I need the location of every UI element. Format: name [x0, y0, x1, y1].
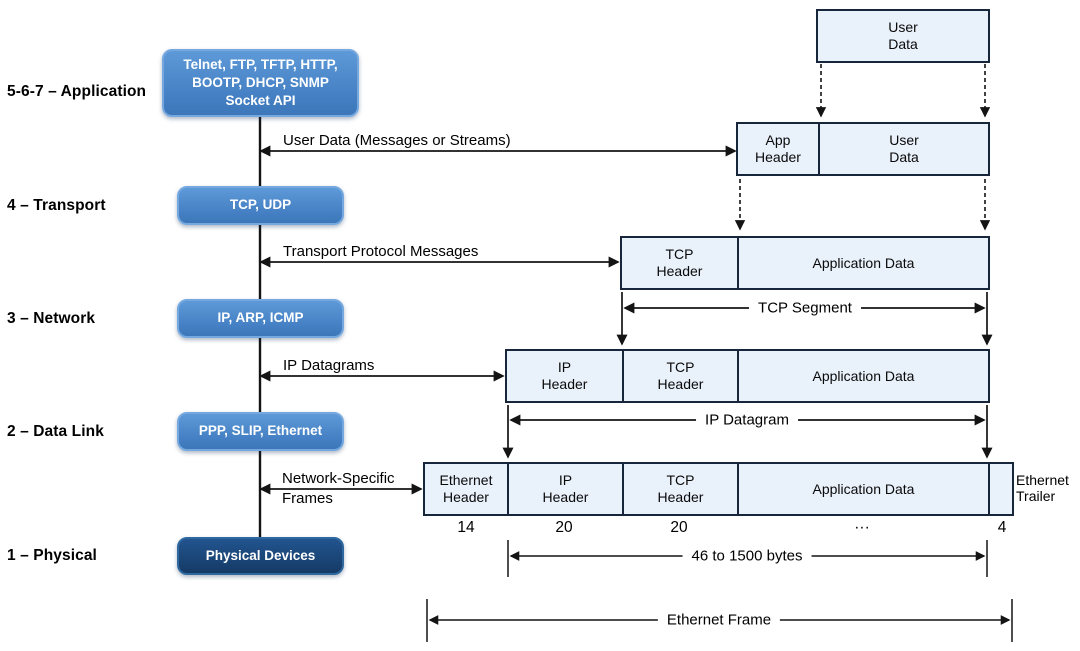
- layer-label-datalink: 2 – Data Link: [7, 423, 104, 440]
- flow-label-transport-msgs: Transport Protocol Messages: [283, 243, 479, 260]
- payload-range-span-label: 46 to 1500 bytes: [682, 547, 812, 565]
- byte-size-tcp-header: 20: [670, 519, 688, 536]
- dashed-encapsulation-arrows: [734, 64, 991, 231]
- cell-ip-header: IP Header: [507, 462, 624, 516]
- flow-label-user-data: User Data (Messages or Streams): [283, 132, 511, 149]
- cell-ip-header: IP Header: [505, 349, 624, 403]
- layer-label-transport: 4 – Transport: [7, 197, 106, 214]
- protocol-box-application: Telnet, FTP, TFTP, HTTP, BOOTP, DHCP, SN…: [162, 49, 359, 117]
- cell-app-header: App Header: [736, 122, 820, 176]
- protocol-box-transport: TCP, UDP: [177, 186, 344, 225]
- protocol-box-datalink: PPP, SLIP, Ethernet: [177, 412, 344, 451]
- cell-user-data: User Data: [818, 122, 990, 176]
- flow-label-network-frames: Network-Specific Frames: [282, 470, 395, 507]
- cell-tcp-header: TCP Header: [622, 349, 739, 403]
- layer-label-application: 5-6-7 – Application: [7, 83, 147, 100]
- byte-size-trailer: 4: [997, 519, 1007, 536]
- cell-ethernet-trailer: [988, 462, 1014, 516]
- protocol-box-network: IP, ARP, ICMP: [177, 299, 344, 338]
- byte-size-ethernet-header: 14: [457, 519, 475, 536]
- layer-label-network: 3 – Network: [7, 310, 96, 327]
- ethernet-trailer-label: Ethernet Trailer: [1016, 472, 1069, 505]
- stack-row-tcp-segment: TCP Header Application Data: [620, 236, 990, 290]
- cell-application-data: Application Data: [737, 236, 990, 290]
- flow-arrows: [259, 145, 737, 495]
- cell-user-data: User Data: [816, 9, 990, 63]
- cell-application-data: Application Data: [737, 349, 990, 403]
- tcp-segment-span-label: TCP Segment: [749, 299, 861, 317]
- flow-label-ip-datagrams: IP Datagrams: [283, 357, 375, 374]
- ethernet-frame-span-label: Ethernet Frame: [657, 611, 781, 629]
- cell-tcp-header: TCP Header: [620, 236, 739, 290]
- stack-row-user-data: User Data: [816, 9, 990, 63]
- protocol-box-physical: Physical Devices: [177, 537, 344, 575]
- stack-row-ip-datagram: IP Header TCP Header Application Data: [505, 349, 990, 403]
- byte-size-ip-header: 20: [555, 519, 573, 536]
- ip-datagram-span-label: IP Datagram: [696, 411, 798, 429]
- layer-label-physical: 1 – Physical: [7, 547, 97, 564]
- cell-ethernet-header: Ethernet Header: [423, 462, 509, 516]
- cell-tcp-header: TCP Header: [622, 462, 739, 516]
- byte-size-app-data-dots: ···: [854, 519, 870, 536]
- stack-row-app-message: App Header User Data: [736, 122, 990, 176]
- stack-row-ethernet-frame: Ethernet Header IP Header TCP Header App…: [423, 462, 1014, 516]
- cell-application-data: Application Data: [737, 462, 990, 516]
